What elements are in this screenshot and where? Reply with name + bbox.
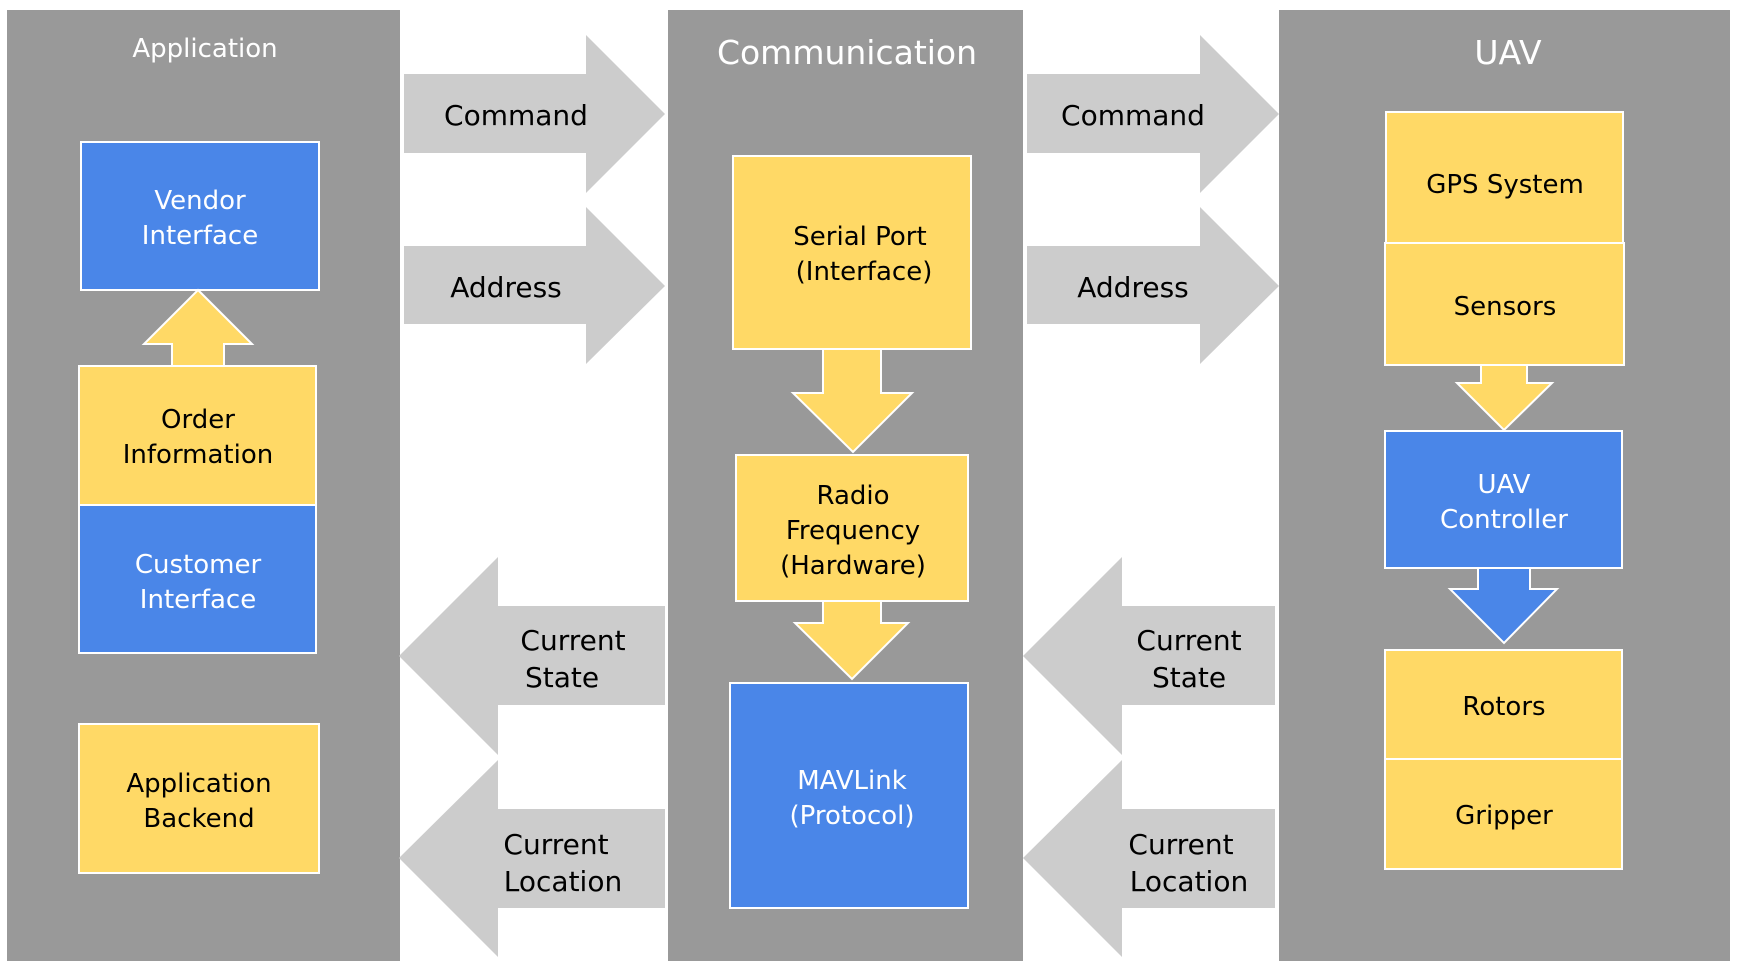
uav-controller-label-2: Controller (1440, 505, 1568, 535)
radio-frequency-label-3: (Hardware) (780, 551, 926, 581)
current-state-arrow-label-1: Current (520, 624, 625, 657)
vendor-interface-label-2: Interface (142, 221, 258, 251)
customer-interface-label-2: Interface (140, 585, 256, 615)
current-location-arrow-label-2: Location (504, 865, 622, 898)
radio-frequency-label-1: Radio (816, 481, 889, 511)
address-arrow-label: Address (450, 271, 562, 304)
current-location-arrow-left-icon (1023, 760, 1275, 957)
mavlink-label-2: (Protocol) (789, 801, 914, 831)
customer-interface-label-1: Customer (135, 550, 262, 580)
rotors-label: Rotors (1462, 692, 1545, 722)
rotors-box (1384, 649, 1623, 760)
customer-interface-box (78, 504, 317, 654)
sensors-label: Sensors (1454, 292, 1557, 322)
command-arrow-right-icon (1027, 35, 1279, 193)
current-state-arrow-left-icon (399, 557, 665, 755)
uav-controller-label-1: UAV (1478, 470, 1531, 500)
current-state-arrow-label-2: State (525, 661, 599, 694)
arrow-down-icon (790, 348, 915, 454)
uav-controller-box (1384, 430, 1623, 569)
current-state-arrow-label-1: Current (1136, 624, 1241, 657)
command-arrow-label: Command (1061, 99, 1205, 132)
current-location-arrow-label-1: Current (503, 828, 608, 861)
current-location-arrow-label-2: Location (1130, 865, 1248, 898)
gps-system-box (1385, 111, 1624, 244)
command-arrow-right-icon (404, 35, 665, 193)
current-state-arrow-left-icon (1023, 557, 1275, 755)
serial-port-label-1: Serial Port (793, 222, 926, 252)
serial-port-label-2: (Interface) (796, 257, 933, 287)
radio-frequency-label-2: Frequency (786, 516, 920, 546)
application-backend-label-2: Backend (143, 804, 254, 834)
application-backend-label-1: Application (126, 769, 271, 799)
order-information-label-2: Information (123, 440, 274, 470)
command-arrow-label: Command (444, 99, 588, 132)
address-arrow-label: Address (1077, 271, 1189, 304)
communication-panel-title: Communication (717, 33, 977, 72)
order-information-label-1: Order (161, 405, 235, 435)
application-backend-box (78, 723, 320, 874)
mavlink-label-1: MAVLink (797, 766, 907, 796)
uav-panel-title: UAV (1474, 33, 1542, 72)
arrow-down-icon (1447, 567, 1560, 645)
mavlink-box (729, 682, 969, 909)
vendor-interface-box (80, 141, 320, 291)
sensors-box (1384, 242, 1625, 366)
gps-system-label: GPS System (1426, 170, 1584, 200)
gripper-box (1384, 758, 1623, 870)
application-panel-title: Application (132, 34, 277, 64)
address-arrow-right-icon (1027, 207, 1279, 364)
current-location-arrow-left-icon (399, 760, 665, 957)
current-state-arrow-label-2: State (1152, 661, 1226, 694)
arrow-down-icon (792, 600, 911, 681)
gripper-label: Gripper (1455, 801, 1553, 831)
serial-port-box (732, 155, 972, 350)
address-arrow-right-icon (404, 207, 665, 364)
arrow-down-icon (1454, 364, 1555, 432)
current-location-arrow-label-1: Current (1128, 828, 1233, 861)
order-information-box (78, 365, 317, 506)
vendor-interface-label-1: Vendor (154, 186, 246, 216)
